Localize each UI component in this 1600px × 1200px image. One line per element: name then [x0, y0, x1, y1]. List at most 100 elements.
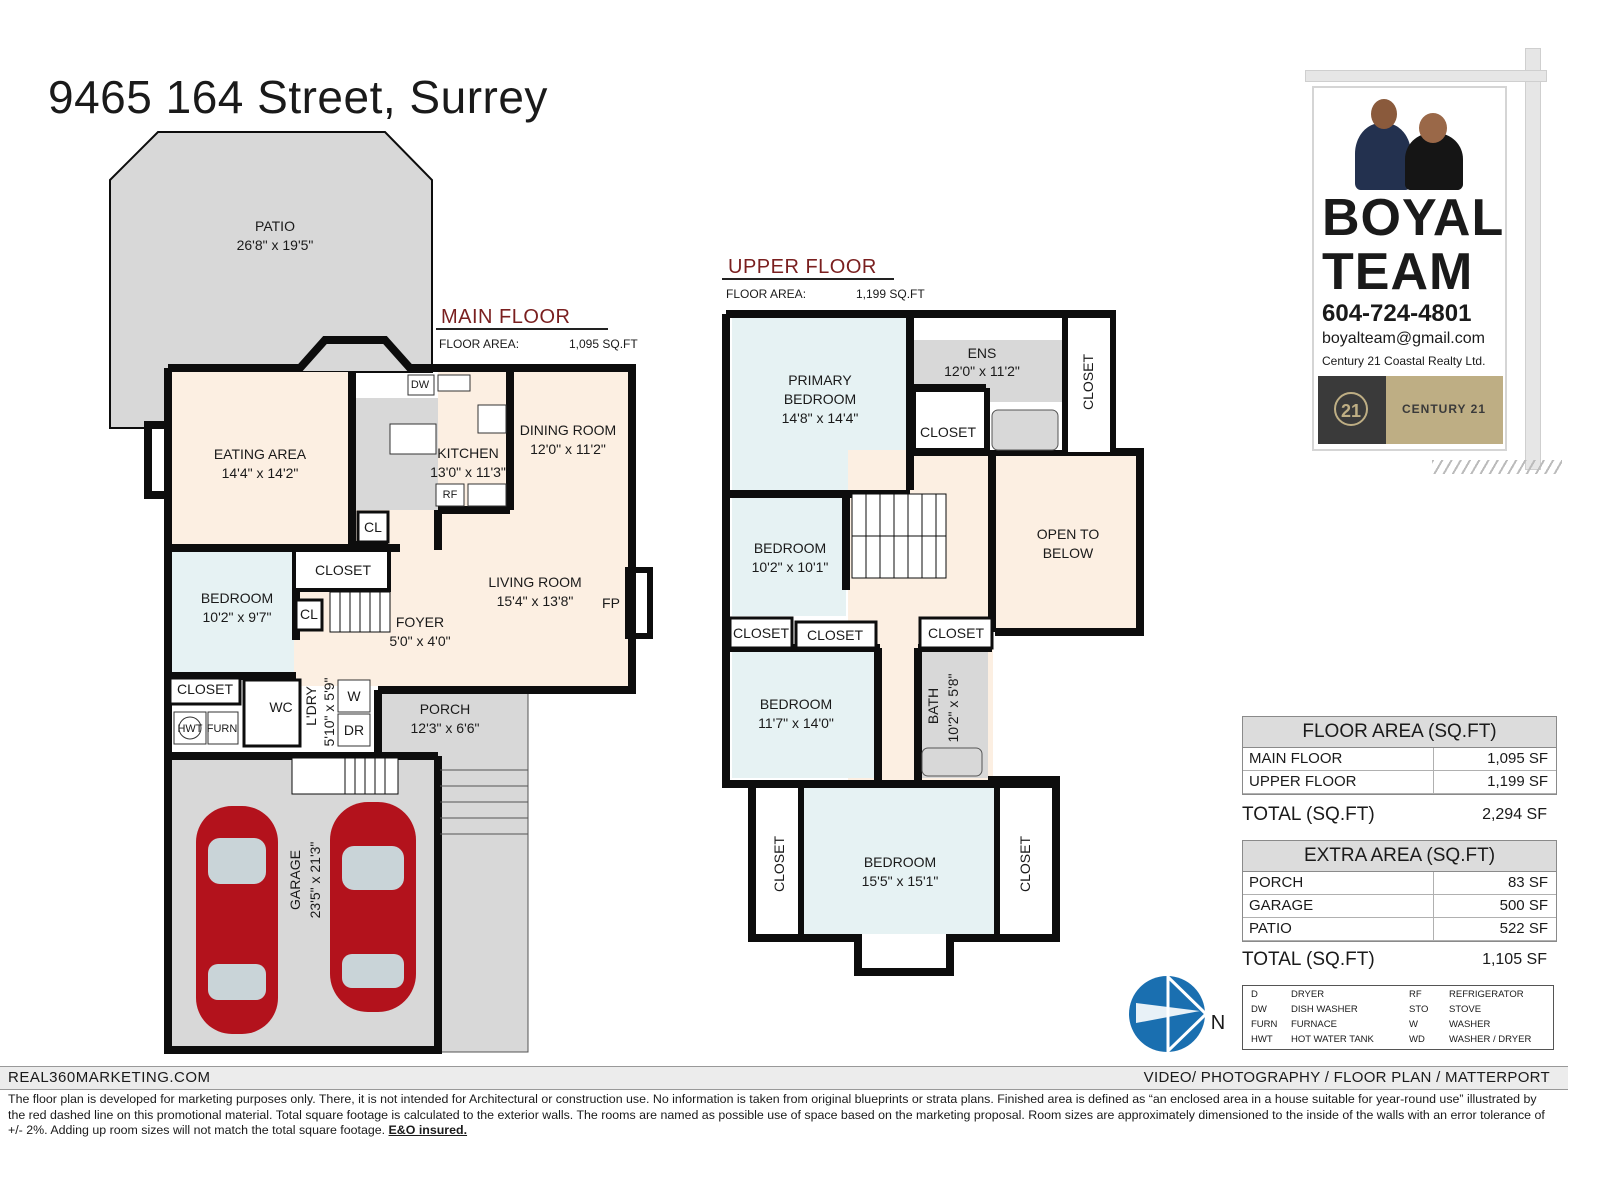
garage-car-right [330, 802, 416, 1012]
refrigerator-label: RF [443, 489, 458, 501]
bedroom-2-floor [732, 496, 846, 616]
open-to-below-floor [995, 456, 1139, 630]
dryer-label: DR [344, 722, 364, 738]
table-row: MAIN FLOOR 1,095 SF [1243, 748, 1556, 771]
upper-floor-area-label: FLOOR AREA: [726, 287, 807, 301]
legend-code: STO [1409, 1004, 1429, 1015]
table-row-value: 522 SF [1499, 920, 1548, 937]
extra-area-total-label: TOTAL (SQ.FT) [1242, 949, 1375, 970]
primary-bedroom-label-2: BEDROOM [784, 391, 856, 407]
main-bedroom-floor [172, 550, 294, 672]
bedroom-4-closet-left-label: CLOSET [771, 836, 787, 892]
dining-living-floor [438, 372, 630, 686]
century21-seal-icon: 21 [1334, 392, 1368, 426]
garage-dims: 23'5" x 21'3" [307, 842, 323, 919]
dining-room-dims: 12'0" x 11'2" [530, 441, 606, 457]
agent-email: boyalteam@gmail.com [1322, 330, 1485, 347]
primary-closet-label: CLOSET [920, 424, 976, 440]
upper-floor-title: UPPER FLOOR [728, 256, 877, 278]
legend-code: DW [1251, 1004, 1267, 1015]
main-stairs [291, 591, 399, 795]
brand-name-line-2: TEAM [1322, 243, 1474, 301]
legend-meaning: DISH WASHER [1291, 1004, 1358, 1015]
legend-code: W [1409, 1019, 1418, 1030]
legend-meaning: REFRIGERATOR [1449, 989, 1524, 1000]
laundry-dims: 5'10" x 5'9" [321, 677, 337, 746]
dining-room-label: DINING ROOM [520, 422, 616, 438]
bedroom-2-dims: 10'2" x 10'1" [752, 559, 829, 575]
garage-car-left [196, 806, 278, 1034]
patio-label: PATIO [255, 218, 295, 234]
agent-photo [1355, 95, 1470, 190]
disclaimer-text: The floor plan is developed for marketin… [8, 1092, 1553, 1139]
primary-bedroom-dims: 14'8" x 14'4" [782, 410, 859, 426]
main-bedroom-dims: 10'2" x 9'7" [203, 609, 272, 625]
living-room-dims: 15'4" x 13'8" [497, 593, 574, 609]
brand-name-line-1: BOYAL [1322, 189, 1505, 247]
eo-insured: E&O insured. [388, 1123, 468, 1137]
primary-bedroom-label-1: PRIMARY [788, 372, 852, 388]
table-row-value: 1,095 SF [1487, 750, 1548, 767]
legend-meaning: WASHER [1449, 1019, 1491, 1030]
agent-phone: 604-724-4801 [1322, 300, 1472, 327]
floor-area-table: FLOOR AREA (SQ.FT) MAIN FLOOR 1,095 SF U… [1242, 716, 1557, 795]
table-row: PORCH 83 SF [1243, 872, 1556, 895]
open-to-below-label-2: BELOW [1043, 545, 1094, 561]
foyer-dims: 5'0" x 4'0" [389, 633, 450, 649]
sign-post [1525, 48, 1541, 470]
extra-area-table: EXTRA AREA (SQ.FT) PORCH 83 SF GARAGE 50… [1242, 840, 1557, 942]
main-floor-plan: PATIO 26'8" x 19'5" EATING AREA 14'4" x … [109, 131, 653, 1054]
ensuite-closet-label: CLOSET [1080, 354, 1096, 410]
extra-area-table-header: EXTRA AREA (SQ.FT) [1243, 841, 1556, 872]
legend-meaning: DRYER [1291, 989, 1325, 1000]
legend-code: WD [1409, 1034, 1425, 1045]
patio-dims: 26'8" x 19'5" [237, 237, 314, 253]
bedroom-4-dims: 15'5" x 15'1" [862, 873, 939, 889]
upper-floor-title-rule [722, 278, 894, 280]
upper-floor-plan: PRIMARY BEDROOM 14'8" x 14'4" ENS 12'0" … [722, 310, 1144, 976]
table-row-label: GARAGE [1243, 895, 1434, 917]
legend-meaning: WASHER / DRYER [1449, 1034, 1532, 1045]
footer-bar [0, 1066, 1568, 1090]
eating-area-dims: 14'4" x 14'2" [222, 465, 299, 481]
upper-stairs [851, 493, 947, 579]
upper-floor-area-value: 1,199 SQ.FT [856, 287, 925, 301]
main-floor-title-rule [436, 328, 608, 330]
property-address: 9465 164 Street, Surrey [48, 71, 548, 123]
living-room-label: LIVING ROOM [488, 574, 581, 590]
foyer-label: FOYER [396, 614, 444, 630]
floor-area-total-value: 2,294 SF [1482, 806, 1547, 823]
bedroom-2-closet-label: CLOSET [733, 625, 789, 641]
porch-label: PORCH [420, 701, 471, 717]
kitchen-label: KITCHEN [437, 445, 498, 461]
garage-label: GARAGE [287, 850, 303, 910]
footer-services: VIDEO/ PHOTOGRAPHY / FLOOR PLAN / MATTER… [1143, 1069, 1550, 1086]
table-row-label: MAIN FLOOR [1243, 748, 1434, 770]
ensuite-label: ENS [968, 345, 997, 361]
dishwasher-label: DW [411, 379, 430, 391]
bath-label: BATH [925, 688, 941, 724]
main-bedroom-label: BEDROOM [201, 590, 273, 606]
bedroom-4-closet-right-label: CLOSET [1017, 836, 1033, 892]
table-row: UPPER FLOOR 1,199 SF [1243, 771, 1556, 794]
open-to-below-label-1: OPEN TO [1037, 526, 1100, 542]
table-row-label: UPPER FLOOR [1243, 771, 1434, 793]
extra-area-total-value: 1,105 SF [1482, 951, 1547, 968]
abbreviation-legend: D DRYER RF REFRIGERATOR DW DISH WASHER S… [1242, 985, 1554, 1050]
extra-area-total: TOTAL (SQ.FT) 1,105 SF [1242, 944, 1555, 976]
bedroom-2-label: BEDROOM [754, 540, 826, 556]
furnace-label: FURN [207, 723, 238, 735]
bedroom-3-dims: 11'7" x 14'0" [758, 715, 834, 731]
compass-north-label: N [1211, 1012, 1225, 1034]
bedroom-3-closet-label: CLOSET [807, 627, 863, 643]
disclaimer-body: The floor plan is developed for marketin… [8, 1092, 1545, 1137]
porch-dims: 12'3" x 6'6" [411, 720, 480, 736]
bedroom-3-floor [732, 650, 874, 778]
table-row-value: 500 SF [1499, 897, 1548, 914]
main-floor-area-label: FLOOR AREA: [439, 337, 520, 351]
eating-area-label: EATING AREA [214, 446, 307, 462]
laundry-label: L'DRY [303, 685, 319, 725]
footer-website: REAL360MARKETING.COM [8, 1069, 211, 1086]
table-row-label: PATIO [1243, 918, 1434, 940]
main-floor-title: MAIN FLOOR [441, 306, 571, 328]
